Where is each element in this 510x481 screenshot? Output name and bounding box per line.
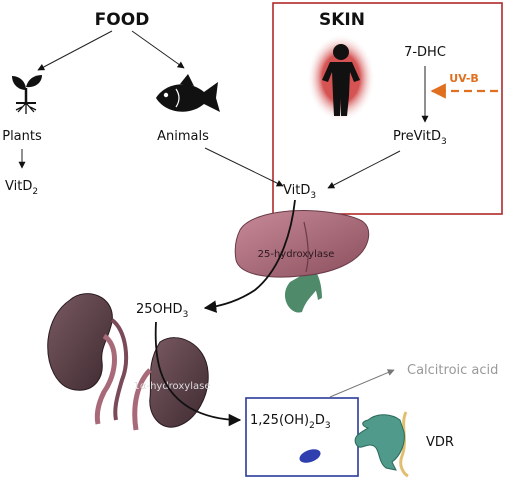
arrow-vitd3-to-25ohd3 — [203, 199, 296, 313]
food-title: FOOD — [95, 10, 150, 30]
vitd2-label: VitD2 — [5, 179, 38, 197]
previtd3-label: PreVitD3 — [393, 129, 447, 147]
25ohd3-label: 25OHD3 — [136, 302, 188, 320]
arrow-previtd3-to-vitd3 — [327, 150, 401, 189]
animals-label: Animals — [157, 129, 209, 144]
calcitroic-acid-label: Calcitroic acid — [407, 363, 498, 378]
skin-title: SKIN — [319, 10, 365, 30]
arrow-to-calcitroic-acid — [329, 369, 395, 398]
plant-icon — [12, 75, 42, 114]
1alpha-hydroxylase-label: 1α-hydroxylase — [134, 381, 211, 392]
human-figure-icon — [307, 34, 375, 122]
skin-box — [272, 2, 503, 215]
vdr-receptor-icon — [354, 411, 409, 478]
fish-icon — [156, 74, 220, 112]
arrow-25ohd3-to-active — [154, 321, 242, 427]
plants-label: Plants — [2, 129, 42, 144]
vdr-label: VDR — [426, 435, 454, 450]
arrow-animals-to-vitd3 — [204, 147, 284, 187]
vitd3-label: VitD3 — [283, 183, 316, 201]
liver-icon — [234, 210, 370, 313]
uvb-label: UV-B — [449, 72, 479, 85]
arrow-food-to-plants — [37, 30, 113, 71]
7dhc-label: 7-DHC — [404, 45, 446, 60]
active-vitd-box — [245, 397, 359, 477]
calcitriol-molecule-icon — [299, 449, 321, 463]
25-hydroxylase-label: 25-hydroxylase — [258, 249, 335, 260]
arrow-food-to-animals — [131, 30, 185, 69]
kidneys-icon — [47, 293, 209, 431]
calcitriol-label: 1,25(OH)2D3 — [250, 413, 331, 431]
